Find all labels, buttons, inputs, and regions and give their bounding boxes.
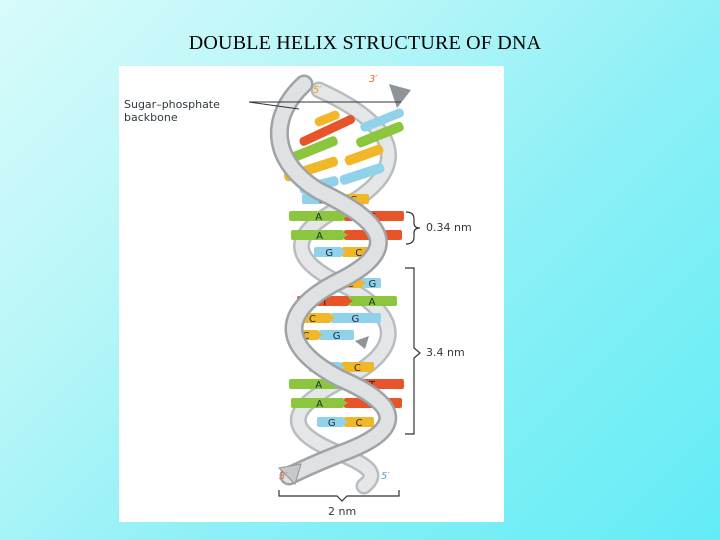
- backbone-label-line1: Sugar–phosphate: [124, 98, 220, 111]
- pitch-label: 3.4 nm: [426, 346, 465, 359]
- base-bar-left-G: [317, 417, 344, 427]
- strand-arrow-mid-icon: [355, 336, 369, 349]
- base-letter-left: G: [325, 248, 333, 259]
- base-letter-left: T: [321, 297, 329, 308]
- base-bar-right-G: [331, 313, 381, 323]
- strand-arrow-bottom-icon: [277, 463, 302, 485]
- base-bar-left-A: [291, 398, 344, 408]
- base-pair-tip: [340, 398, 348, 408]
- strand-arrow-top-icon: [389, 84, 411, 108]
- base-letter-left: A: [316, 231, 323, 242]
- end-label-top-right: 3′: [369, 74, 378, 85]
- base-letter-right: G: [369, 279, 377, 290]
- base-bar-right-C: [344, 417, 374, 427]
- base-bar-left-G: [314, 247, 342, 257]
- base-bar-right-G: [319, 330, 354, 340]
- base-letter-right: C: [355, 248, 362, 259]
- base-pair-tip: [315, 330, 323, 340]
- backbone-callout-line-2: [248, 101, 300, 110]
- end-label-bottom-right: 5′: [381, 471, 390, 482]
- base-bar-right-G: [362, 278, 381, 288]
- backbone-label-line2: backbone: [124, 111, 178, 124]
- base-letter-left: A: [316, 399, 323, 410]
- base-letter-right: C: [354, 363, 361, 374]
- base-letter-left: A: [315, 380, 322, 391]
- pitch-bracket: [405, 267, 421, 435]
- width-bracket: [278, 490, 400, 502]
- base-pair-tip: [327, 313, 335, 323]
- base-letter-left: A: [315, 212, 322, 223]
- base-bar-right-C: [341, 362, 374, 372]
- base-letter-right: G: [352, 314, 360, 325]
- end-label-top-left: 5′: [313, 85, 322, 96]
- base-bar-left-A: [289, 211, 344, 221]
- rise-brace: [405, 211, 421, 245]
- base-letter-left: C: [309, 314, 316, 325]
- rise-label: 0.34 nm: [426, 221, 472, 234]
- base-pair-tip: [338, 247, 346, 257]
- base-letter-right: A: [369, 297, 376, 308]
- base-letter-left: C: [302, 331, 309, 342]
- base-pair-tip: [345, 296, 353, 306]
- base-letter-right: C: [356, 418, 363, 429]
- base-bar-right-A: [349, 296, 397, 306]
- base-pair-tip: [340, 230, 348, 240]
- base-pair-tip: [358, 278, 366, 288]
- end-label-bottom-left: 3′: [279, 471, 288, 482]
- width-label: 2 nm: [328, 505, 356, 518]
- base-letter-right: G: [333, 331, 341, 342]
- base-pair-tip: [340, 417, 348, 427]
- slide-title: DOUBLE HELIX STRUCTURE OF DNA: [188, 32, 542, 54]
- base-bar-left-A: [291, 230, 344, 240]
- backbone-strand-front-inner: [272, 77, 395, 483]
- base-letter-left: G: [328, 418, 336, 429]
